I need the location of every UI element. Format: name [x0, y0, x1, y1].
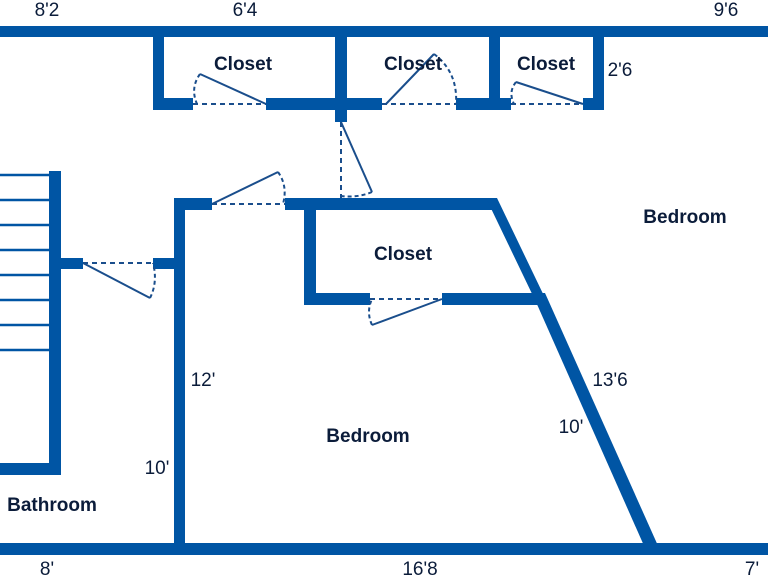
closet3-door — [510, 81, 584, 105]
dim-diag-10: 10' — [559, 417, 584, 438]
closet1-front-wall-right — [266, 98, 347, 110]
hall-top-door — [340, 121, 373, 198]
doors — [82, 53, 584, 326]
dim-bottom-right: 7' — [745, 559, 759, 576]
dim-diag-13-6: 13'6 — [592, 370, 627, 391]
center-closet-door — [368, 298, 443, 326]
closet-3-label: Closet — [517, 54, 576, 75]
center-closet-bottom-wall-right — [442, 293, 542, 305]
bedroom-diagonal-wall — [532, 293, 659, 548]
closet3-front-wall-left — [489, 98, 511, 110]
dim-top-left: 8'2 — [35, 0, 60, 21]
bottom-exterior-wall — [0, 543, 768, 555]
bathroom-top-wall — [0, 463, 61, 475]
bedroom-entry-door — [211, 171, 286, 205]
center-closet-top-wall — [285, 198, 492, 210]
walls — [0, 26, 768, 555]
dim-closet3-depth: 2'6 — [608, 60, 633, 81]
closet3-left-wall — [489, 37, 500, 110]
room-labels: Closet Closet Closet Closet Bedroom Bedr… — [7, 54, 727, 516]
bathroom-label: Bathroom — [7, 495, 97, 516]
hall-door-stub-right — [153, 258, 178, 269]
dim-top-right: 9'6 — [714, 0, 739, 21]
closet-2-label: Closet — [384, 54, 443, 75]
dimension-labels: 8'2 6'4 9'6 2'6 12' 10' 13'6 10' 8' 16'8… — [35, 0, 759, 576]
hall-door — [82, 262, 156, 299]
dim-top-mid: 6'4 — [233, 0, 258, 21]
top-exterior-wall — [0, 26, 768, 37]
dim-wall-10-left: 10' — [145, 458, 170, 479]
hall-door-stub-left — [61, 258, 83, 269]
closet2-door — [382, 53, 458, 105]
bedroom-right-label: Bedroom — [643, 207, 726, 228]
closet3-right-wall — [593, 37, 604, 110]
bedroom-left-wall — [174, 198, 185, 548]
closet2-front-wall-left — [335, 98, 382, 110]
dim-wall-12: 12' — [191, 370, 216, 391]
stairs — [0, 173, 49, 352]
closet1-door — [193, 73, 267, 105]
center-closet-left-wall — [304, 198, 316, 305]
closet1-front-wall-left — [153, 98, 193, 110]
bedroom-main-label: Bedroom — [326, 426, 409, 447]
closet1-left-wall — [153, 37, 164, 110]
center-closet-diagonal-wall — [486, 198, 546, 300]
hall-left-wall — [49, 171, 61, 475]
closet-1-label: Closet — [214, 54, 273, 75]
dim-bottom-left: 8' — [40, 559, 54, 576]
dim-bottom-mid: 16'8 — [402, 559, 437, 576]
center-closet-bottom-wall-left — [304, 293, 370, 305]
closet-center-label: Closet — [374, 244, 433, 265]
